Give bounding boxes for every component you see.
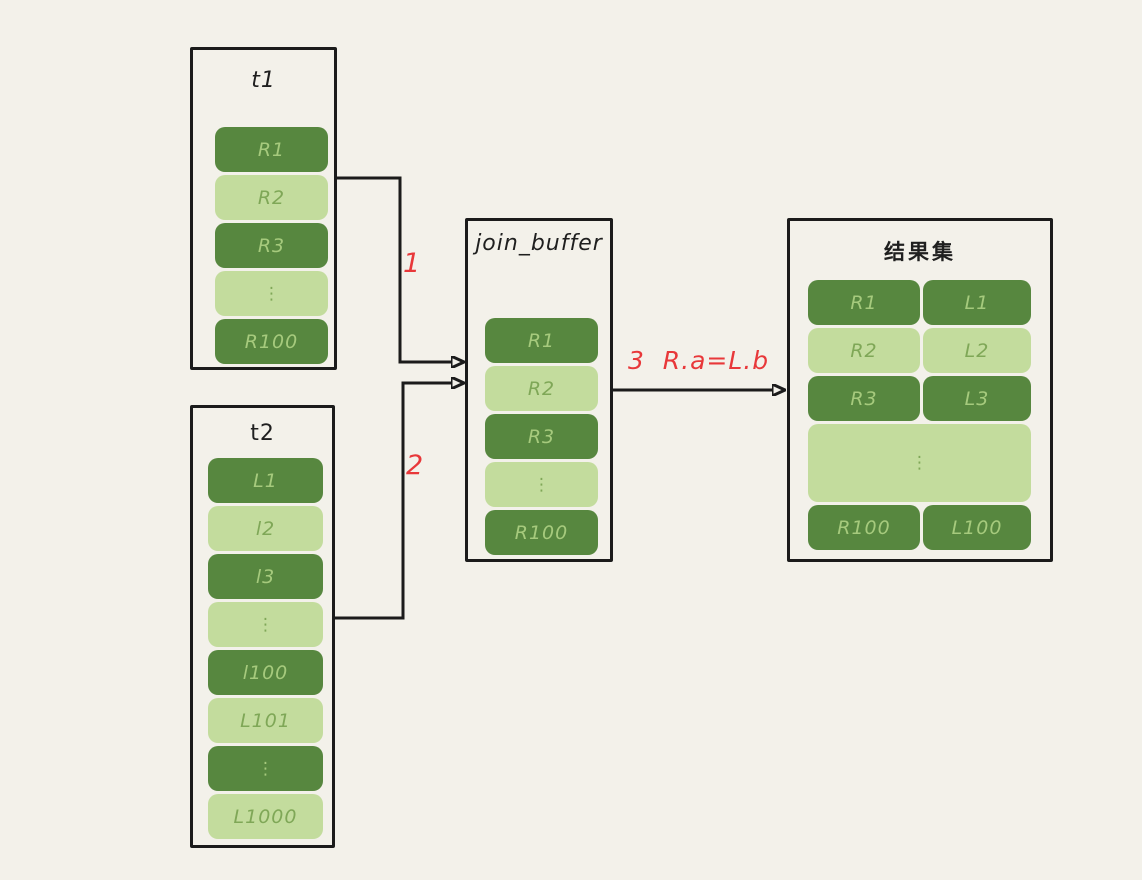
table-row: R100 xyxy=(215,319,328,364)
table-row-ellipsis: ⋮ xyxy=(208,746,323,791)
t2-rows: L1 l2 l3 ⋮ l100 L101 ⋮ L1000 xyxy=(208,458,323,839)
result-row-ellipsis: ⋮ xyxy=(808,424,1031,502)
table-row: R3 xyxy=(215,223,328,268)
join-buffer-rows: R1 R2 R3 ⋮ R100 xyxy=(485,318,598,555)
result-set-rows: R1 L1 R2 L2 R3 L3 ⋮ R100 L100 xyxy=(808,280,1031,550)
table-row-ellipsis: ⋮ xyxy=(208,602,323,647)
result-cell-left: R3 xyxy=(808,376,920,421)
arrow-t2-to-buffer xyxy=(335,383,452,620)
table-row: L1000 xyxy=(208,794,323,839)
table-row-ellipsis: ⋮ xyxy=(485,462,598,507)
result-row: R1 L1 xyxy=(808,280,1031,325)
result-cell-right: L3 xyxy=(923,376,1031,421)
t1-box: t1 R1 R2 R3 ⋮ R100 xyxy=(190,47,337,370)
t2-box: t2 L1 l2 l3 ⋮ l100 L101 ⋮ L1000 xyxy=(190,405,335,848)
table-row-ellipsis: ⋮ xyxy=(215,271,328,316)
result-cell-left: R1 xyxy=(808,280,920,325)
arrow-t1-to-buffer xyxy=(337,176,452,362)
table-row: R1 xyxy=(215,127,328,172)
result-cell-right: L1 xyxy=(923,280,1031,325)
table-row: l2 xyxy=(208,506,323,551)
result-set-title: 结果集 xyxy=(884,240,956,264)
step-2-label: 2 xyxy=(406,450,424,481)
table-row: l100 xyxy=(208,650,323,695)
table-row: R1 xyxy=(485,318,598,363)
t1-title: t1 xyxy=(251,68,276,93)
step-1-label: 1 xyxy=(403,248,421,279)
result-row: R3 L3 xyxy=(808,376,1031,421)
table-row: R3 xyxy=(485,414,598,459)
result-cell-right: L2 xyxy=(923,328,1031,373)
table-row: R100 xyxy=(485,510,598,555)
t2-title: t2 xyxy=(250,421,275,446)
table-row: R2 xyxy=(485,366,598,411)
result-cell-right: L100 xyxy=(923,505,1031,550)
result-row: R2 L2 xyxy=(808,328,1031,373)
result-cell-left: R2 xyxy=(808,328,920,373)
t1-rows: R1 R2 R3 ⋮ R100 xyxy=(215,127,328,364)
table-row: L101 xyxy=(208,698,323,743)
join-buffer-title: join_buffer xyxy=(475,231,603,256)
table-row: L1 xyxy=(208,458,323,503)
step-3-condition-label: 3 R.a=L.b xyxy=(628,346,770,375)
table-row: l3 xyxy=(208,554,323,599)
result-row: R100 L100 xyxy=(808,505,1031,550)
join-buffer-box: join_buffer R1 R2 R3 ⋮ R100 xyxy=(465,218,613,562)
table-row: R2 xyxy=(215,175,328,220)
result-set-box: 结果集 R1 L1 R2 L2 R3 L3 ⋮ R100 L100 xyxy=(787,218,1053,562)
result-cell-left: R100 xyxy=(808,505,920,550)
